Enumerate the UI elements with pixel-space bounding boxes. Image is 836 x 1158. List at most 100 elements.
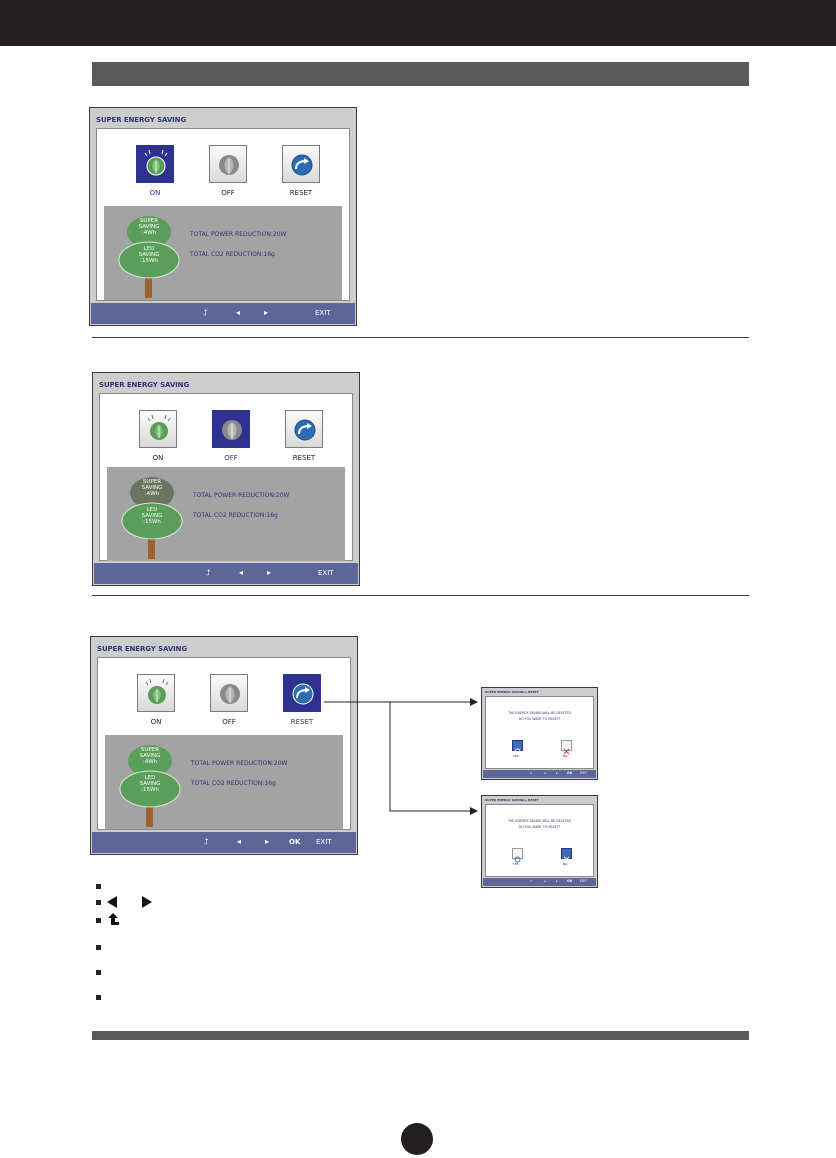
bullet bbox=[96, 970, 101, 975]
up-icon[interactable]: ⮥ bbox=[530, 879, 532, 883]
option-off[interactable]: OFF bbox=[197, 674, 261, 726]
bullet bbox=[96, 995, 101, 1000]
bullet bbox=[96, 918, 101, 923]
total-co2-reduction: TOTAL CO2 REDUCTION:16g bbox=[190, 251, 275, 258]
osd-title: SUPER ENERGY SAVING bbox=[97, 645, 188, 653]
ok-button[interactable]: OK bbox=[289, 838, 301, 846]
exit-button[interactable]: EXIT bbox=[318, 569, 334, 577]
up-icon[interactable]: ⮥ bbox=[203, 308, 208, 317]
dialog-title: SUPER ENERGY SAVING ▸ RESET bbox=[485, 690, 539, 694]
osd-panel-off: SUPER ENERGY SAVING ON OFF RESET bbox=[92, 372, 360, 586]
tree-icon bbox=[121, 477, 183, 559]
total-power-reduction: TOTAL POWER REDUCTION:20W bbox=[190, 231, 287, 238]
leaf-icon bbox=[209, 145, 247, 183]
option-on[interactable]: ON bbox=[126, 410, 190, 462]
option-label-reset: RESET bbox=[289, 189, 313, 197]
yes-label: YES bbox=[513, 862, 519, 866]
tree-icon bbox=[119, 745, 181, 827]
leaf-sparkle-icon bbox=[137, 674, 175, 712]
ok-button[interactable]: OK bbox=[567, 771, 573, 775]
header-bar bbox=[0, 0, 836, 46]
left-icon[interactable]: ◂ bbox=[544, 879, 546, 883]
yes-button[interactable] bbox=[512, 740, 523, 755]
left-icon[interactable]: ◂ bbox=[239, 568, 244, 577]
option-label-off: OFF bbox=[222, 718, 236, 726]
osd-nav-bar: ⮥ ◂ ▸ OK EXIT bbox=[92, 832, 356, 853]
left-icon[interactable]: ◂ bbox=[544, 771, 546, 775]
exit-button[interactable]: EXIT bbox=[580, 771, 588, 775]
option-off[interactable]: OFF bbox=[199, 410, 263, 462]
reset-arrow-icon bbox=[282, 145, 320, 183]
yes-button[interactable] bbox=[512, 848, 523, 863]
option-reset[interactable]: RESET bbox=[272, 410, 336, 462]
no-button[interactable] bbox=[561, 848, 572, 863]
reset-dialog-yes: SUPER ENERGY SAVING ▸ RESET THE ENERGY S… bbox=[481, 687, 598, 780]
dialog-line-1: THE ENERGY SAVING WILL BE DELETED bbox=[508, 819, 571, 823]
dialog-nav-bar: ⮥ ◂ ▸ OK EXIT bbox=[483, 878, 596, 886]
divider bbox=[92, 337, 749, 338]
right-icon[interactable]: ▸ bbox=[556, 771, 558, 775]
option-label-off: OFF bbox=[224, 454, 238, 462]
up-icon[interactable]: ⮥ bbox=[530, 771, 532, 775]
left-icon[interactable]: ◂ bbox=[237, 837, 242, 846]
osd-title: SUPER ENERGY SAVING bbox=[99, 381, 190, 389]
right-icon[interactable]: ▸ bbox=[265, 837, 270, 846]
total-co2-reduction: TOTAL CO2 REDUCTION:16g bbox=[193, 512, 278, 519]
dialog-line-1: THE ENERGY SAVING WILL BE DELETED bbox=[508, 711, 571, 715]
up-icon[interactable]: ⮥ bbox=[206, 568, 211, 577]
option-on[interactable]: ON bbox=[124, 674, 188, 726]
left-icon[interactable]: ◂ bbox=[236, 308, 241, 317]
option-label-on: ON bbox=[150, 718, 162, 726]
no-label: NO bbox=[563, 862, 568, 866]
option-reset[interactable]: RESET bbox=[269, 145, 333, 197]
up-icon[interactable]: ⮥ bbox=[204, 837, 209, 846]
reset-arrow-icon bbox=[283, 674, 321, 712]
leaf-icon bbox=[212, 410, 250, 448]
bullet bbox=[96, 945, 101, 950]
x-icon bbox=[563, 748, 570, 755]
no-button[interactable] bbox=[561, 740, 572, 755]
reset-arrow-icon bbox=[285, 410, 323, 448]
right-icon[interactable]: ▸ bbox=[264, 308, 269, 317]
ok-button[interactable]: OK bbox=[567, 879, 573, 883]
osd-nav-bar: ⮥ ◂ ▸ EXIT bbox=[91, 303, 355, 324]
up-arrow-icon bbox=[108, 913, 119, 925]
circle-icon bbox=[514, 856, 521, 863]
osd-panel-reset: SUPER ENERGY SAVING ON OFF RESET bbox=[90, 636, 358, 855]
right-icon[interactable]: ▸ bbox=[267, 568, 272, 577]
option-off[interactable]: OFF bbox=[196, 145, 260, 197]
total-power-reduction: TOTAL POWER REDUCTION:20W bbox=[191, 760, 288, 767]
total-co2-reduction: TOTAL CO2 REDUCTION:16g bbox=[191, 780, 276, 787]
option-reset[interactable]: RESET bbox=[270, 674, 334, 726]
section-title-bar bbox=[92, 62, 749, 86]
exit-button[interactable]: EXIT bbox=[315, 309, 331, 317]
page-number-badge bbox=[401, 1123, 433, 1155]
circle-icon bbox=[514, 748, 521, 755]
option-on[interactable]: ON bbox=[123, 145, 187, 197]
option-label-off: OFF bbox=[221, 189, 235, 197]
right-arrow-icon bbox=[142, 896, 152, 908]
exit-button[interactable]: EXIT bbox=[580, 879, 588, 883]
x-icon bbox=[563, 856, 570, 863]
right-icon[interactable]: ▸ bbox=[556, 879, 558, 883]
exit-button[interactable]: EXIT bbox=[316, 838, 332, 846]
dialog-inner: THE ENERGY SAVING WILL BE DELETED DO YOU… bbox=[485, 696, 594, 769]
leaf-icon bbox=[210, 674, 248, 712]
option-label-reset: RESET bbox=[290, 718, 314, 726]
divider bbox=[92, 595, 749, 596]
dialog-line-2: DO YOU WANT TO RESET? bbox=[518, 825, 561, 829]
dialog-inner: THE ENERGY SAVING WILL BE DELETED DO YOU… bbox=[485, 804, 594, 877]
option-label-on: ON bbox=[149, 189, 161, 197]
left-arrow-icon bbox=[107, 896, 117, 908]
option-label-reset: RESET bbox=[292, 454, 316, 462]
dialog-nav-bar: ⮥ ◂ ▸ OK EXIT bbox=[483, 770, 596, 778]
